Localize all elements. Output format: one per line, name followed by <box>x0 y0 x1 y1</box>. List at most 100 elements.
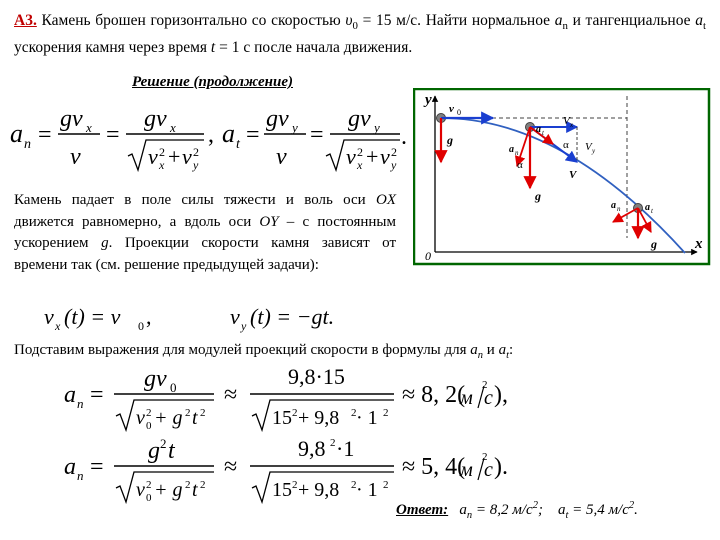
f4-den-g: + g <box>154 479 183 501</box>
f1-num4-y: y <box>372 120 380 135</box>
f4-unit-s: c <box>484 459 493 481</box>
problem-text-5: = 1 с после начала движения. <box>215 39 413 57</box>
f4-num2-b: ·1 <box>336 436 354 461</box>
figure-frame <box>413 88 711 266</box>
answer-at-sup: 2 <box>628 500 635 511</box>
f3-den2-98-sup: 2 <box>351 407 357 419</box>
v0-symbol: υ <box>345 12 353 29</box>
at-sub: t <box>702 20 706 33</box>
f1-sq1-vy-sup: 2 <box>193 145 199 159</box>
f1-at: a <box>222 119 235 148</box>
f3-den-t: t <box>192 407 198 429</box>
vx-label: V <box>563 115 571 127</box>
f4-den-t-sup: 2 <box>200 479 206 491</box>
f3-den-g-sup: 2 <box>185 407 191 419</box>
f1-num1-v: v <box>72 106 83 132</box>
f2-comma: , <box>146 304 152 329</box>
f3-num-sub: 0 <box>170 380 177 395</box>
an-symbol: a <box>554 12 563 29</box>
para1-b: движется равномерно, а вдоль оси <box>14 213 260 230</box>
f4-num2-sup: 2 <box>330 437 336 449</box>
vx-label-sub: x <box>569 121 574 129</box>
f1-comma: , <box>208 122 214 148</box>
an-label-3: a <box>611 200 616 211</box>
formula-at-numeric: a n = g 2 t v 2 0 + g 2 t 2 ≈ 9,8 2 ·1 1… <box>64 436 508 505</box>
f1-num2-x: x <box>169 120 176 135</box>
answer-at-sub: t <box>565 510 569 521</box>
f4-den2-98-sup: 2 <box>351 479 357 491</box>
f4-den2-98: + 9,8 <box>298 479 339 501</box>
f3-den2-1-sup: 2 <box>383 407 389 419</box>
x-axis-label: x <box>694 236 703 252</box>
para1-c: – с постоянным ускорением <box>14 213 396 252</box>
paragraph-1: Камень падает в поле силы тяжести и воль… <box>14 190 396 276</box>
f2-vx-rest: (t) = v <box>64 304 121 329</box>
f3-den2-15-sup: 2 <box>292 407 298 419</box>
f1-sq1-vx-sup: 2 <box>159 145 165 159</box>
at-arrow-2 <box>529 126 554 145</box>
f3-den2-15: 15 <box>272 407 292 429</box>
f1-sq1-vx: v <box>148 144 158 169</box>
f3-den-v-sup: 2 <box>146 407 152 419</box>
f4-den-g-sup: 2 <box>185 479 191 491</box>
f4-num-g: g <box>148 438 160 464</box>
g-label-1: g <box>446 133 453 147</box>
an-label-2: a <box>509 144 514 155</box>
para1-ox: OX <box>376 192 396 208</box>
f3-approx: ≈ <box>224 382 237 408</box>
f4-unit-sup: 2 <box>482 451 488 463</box>
f1-sq1-vx-sub: x <box>158 158 165 172</box>
f1-sq1-vy: v <box>182 144 192 169</box>
f1-sq2-vx-sub: x <box>356 158 363 172</box>
f3-eq: = <box>90 382 104 408</box>
g-label-2: g <box>534 189 541 203</box>
v0-label: v <box>449 103 454 115</box>
an-arrow-3 <box>612 207 639 223</box>
para2-an: a <box>470 342 478 358</box>
svg-text:+: + <box>366 144 378 169</box>
f1-an: a <box>10 119 23 148</box>
f2-vy-sub: y <box>240 319 247 333</box>
problem-text-2: = 15 м/с. Найти нормальное <box>357 12 555 29</box>
solution-heading: Решение (продолжение) <box>132 74 293 90</box>
problem-text-4: ускорения камня через время <box>14 39 211 57</box>
f4-result: ≈ 5, 4( <box>402 454 465 480</box>
problem-number: А3. <box>14 12 37 29</box>
answer-label: Ответ: <box>396 502 449 518</box>
answer-sep: ; <box>537 502 543 518</box>
f4-num-sup: 2 <box>160 436 167 451</box>
para1-g: g <box>101 235 109 251</box>
f4-sqrt2 <box>251 471 394 505</box>
f4-eq: = <box>90 454 104 480</box>
f1-eq-1: = <box>38 122 52 148</box>
f1-sq2-vy: v <box>380 144 390 169</box>
f2-vy-rest: (t) = −gt. <box>250 304 334 329</box>
f3-result: ≈ 8, 2( <box>402 382 465 408</box>
f3-den-v-sub: 0 <box>146 420 152 432</box>
answer-an: a <box>459 502 467 518</box>
f2-vx-sub: x <box>54 319 61 333</box>
f3-sqrt <box>115 399 214 433</box>
f1-sq2-vy-sub: y <box>390 158 397 172</box>
alpha-label-2: α <box>517 159 523 171</box>
f1-sq2-vy-sup: 2 <box>391 145 397 159</box>
f1-at-sub: t <box>236 137 241 152</box>
at-label-2: a <box>536 124 541 135</box>
para2-text: Подставим выражения для модулей проекций… <box>14 342 471 358</box>
f2-vy: v <box>230 304 240 329</box>
f1-sq1-vy-sub: y <box>192 158 199 172</box>
problem-text-1: Камень брошен горизонтально со скоростью <box>41 12 346 29</box>
f1-den3-v: v <box>276 144 287 170</box>
f1-sq2-vx-sup: 2 <box>357 145 363 159</box>
f3-den2-1: · 1 <box>356 407 378 429</box>
para2-colon: : <box>508 342 514 358</box>
f1-num4-v: v <box>360 106 371 132</box>
v0-sub: 0 <box>352 20 358 33</box>
answer-an-val: = 8,2 м/с <box>472 502 533 518</box>
f1-eq-3: = <box>246 122 260 148</box>
f1-num3-g: g <box>266 106 278 132</box>
problem-statement: А3. Камень брошен горизонтально со скоро… <box>14 10 706 59</box>
para2-and: и <box>483 342 499 358</box>
para1-d: . Проекции скорости камня зависят от вре… <box>14 235 397 273</box>
answer-end: . <box>634 502 638 518</box>
